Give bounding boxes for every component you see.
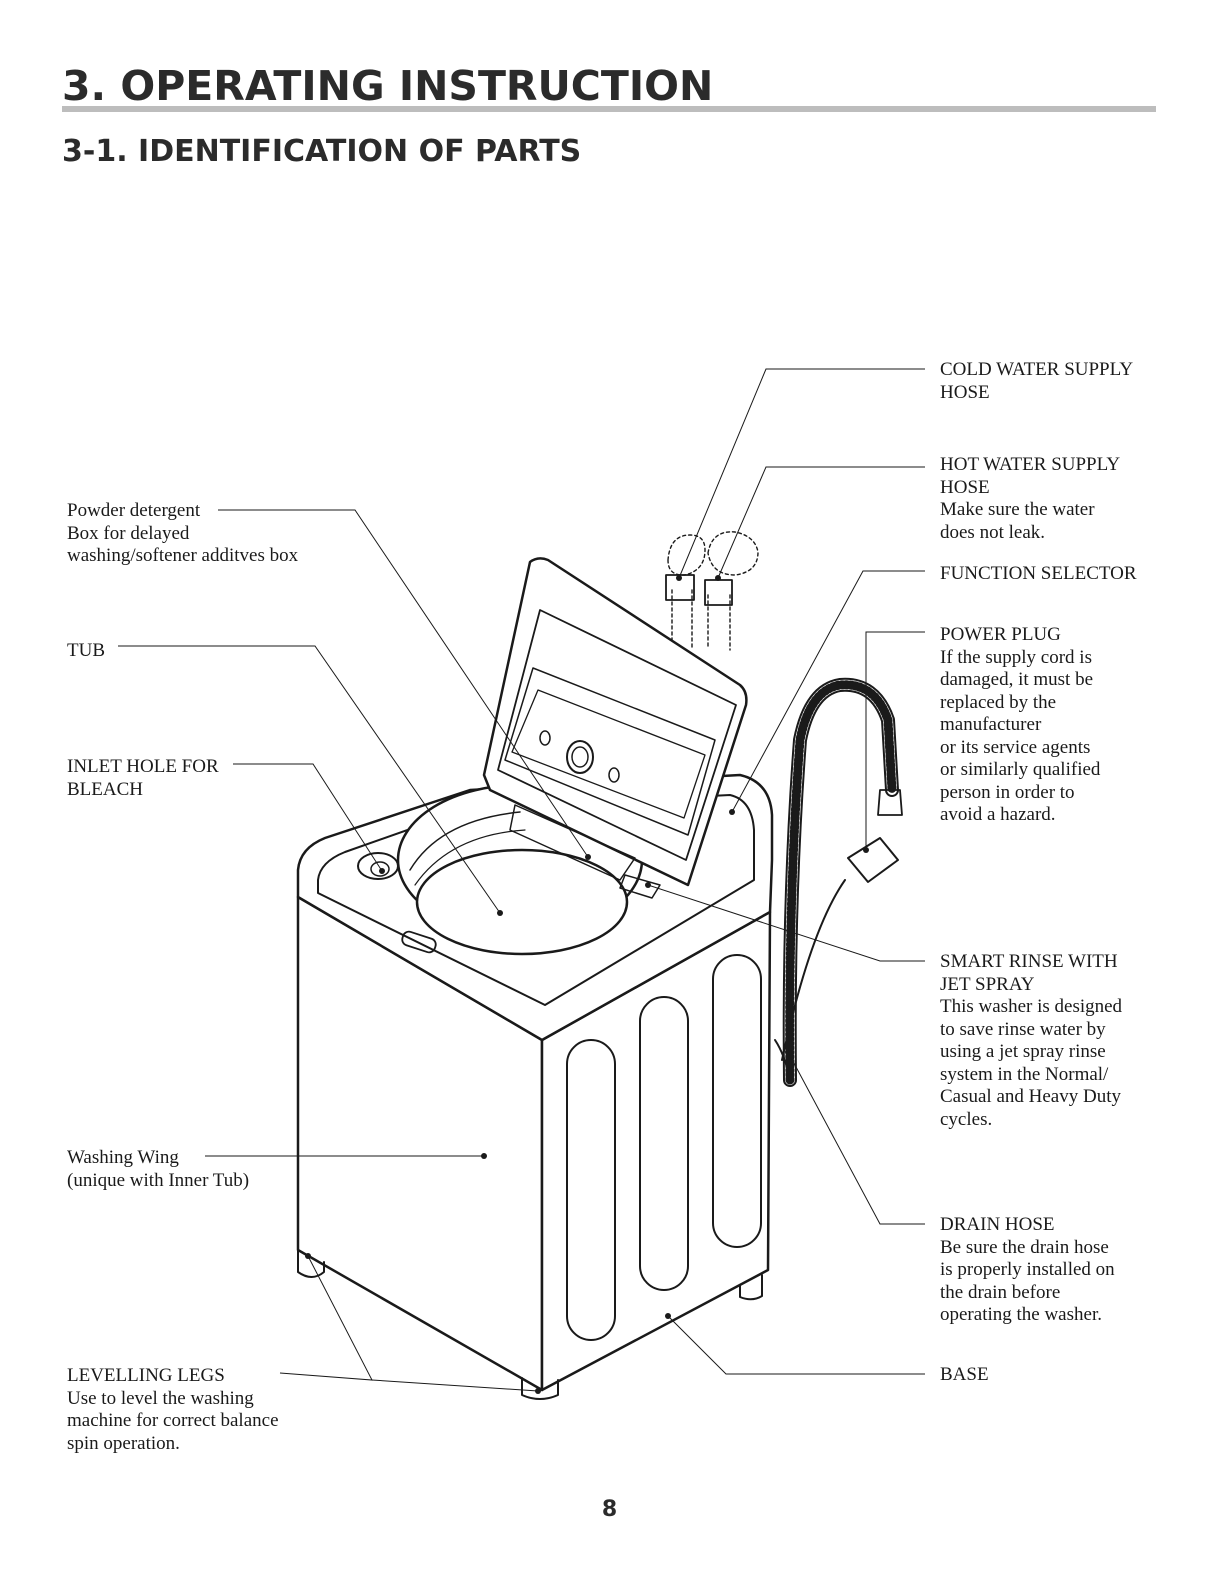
drain-hose [782, 677, 899, 1087]
tub-opening-inner [415, 848, 629, 956]
label-hot-water-hose: HOT WATER SUPPLY HOSE Make sure the wate… [940, 454, 1121, 543]
label-drain-hose: DRAIN HOSE Be sure the drain hose is pro… [940, 1214, 1115, 1325]
label-smart-rinse: SMART RINSE WITH JET SPRAY This washer i… [940, 951, 1123, 1130]
side-panel-3 [712, 954, 762, 1248]
title-underline [62, 106, 1156, 112]
section-title: 3. OPERATING INSTRUCTION [62, 62, 714, 110]
label-function-selector: FUNCTION SELECTOR [940, 563, 1137, 584]
label-inlet-hole-bleach: INLET HOLE FOR BLEACH [67, 756, 219, 800]
page-number: 8 [601, 1497, 618, 1522]
label-power-plug: POWER PLUG If the supply cord is damaged… [940, 624, 1101, 825]
label-levelling-legs: LEVELLING LEGS Use to level the washing … [67, 1365, 279, 1454]
label-washing-wing: Washing Wing (unique with Inner Tub) [67, 1147, 250, 1191]
label-powder-detergent-box: Powder detergent Box for delayed washing… [67, 500, 299, 566]
side-panel-2 [639, 996, 689, 1291]
label-cold-water-hose: COLD WATER SUPPLY HOSE [940, 359, 1134, 403]
label-base: BASE [940, 1364, 989, 1385]
lid [482, 557, 748, 887]
side-panel-1 [566, 1039, 616, 1341]
subsection-title: 3-1. IDENTIFICATION OF PARTS [62, 134, 582, 169]
label-tub: TUB [67, 640, 105, 661]
